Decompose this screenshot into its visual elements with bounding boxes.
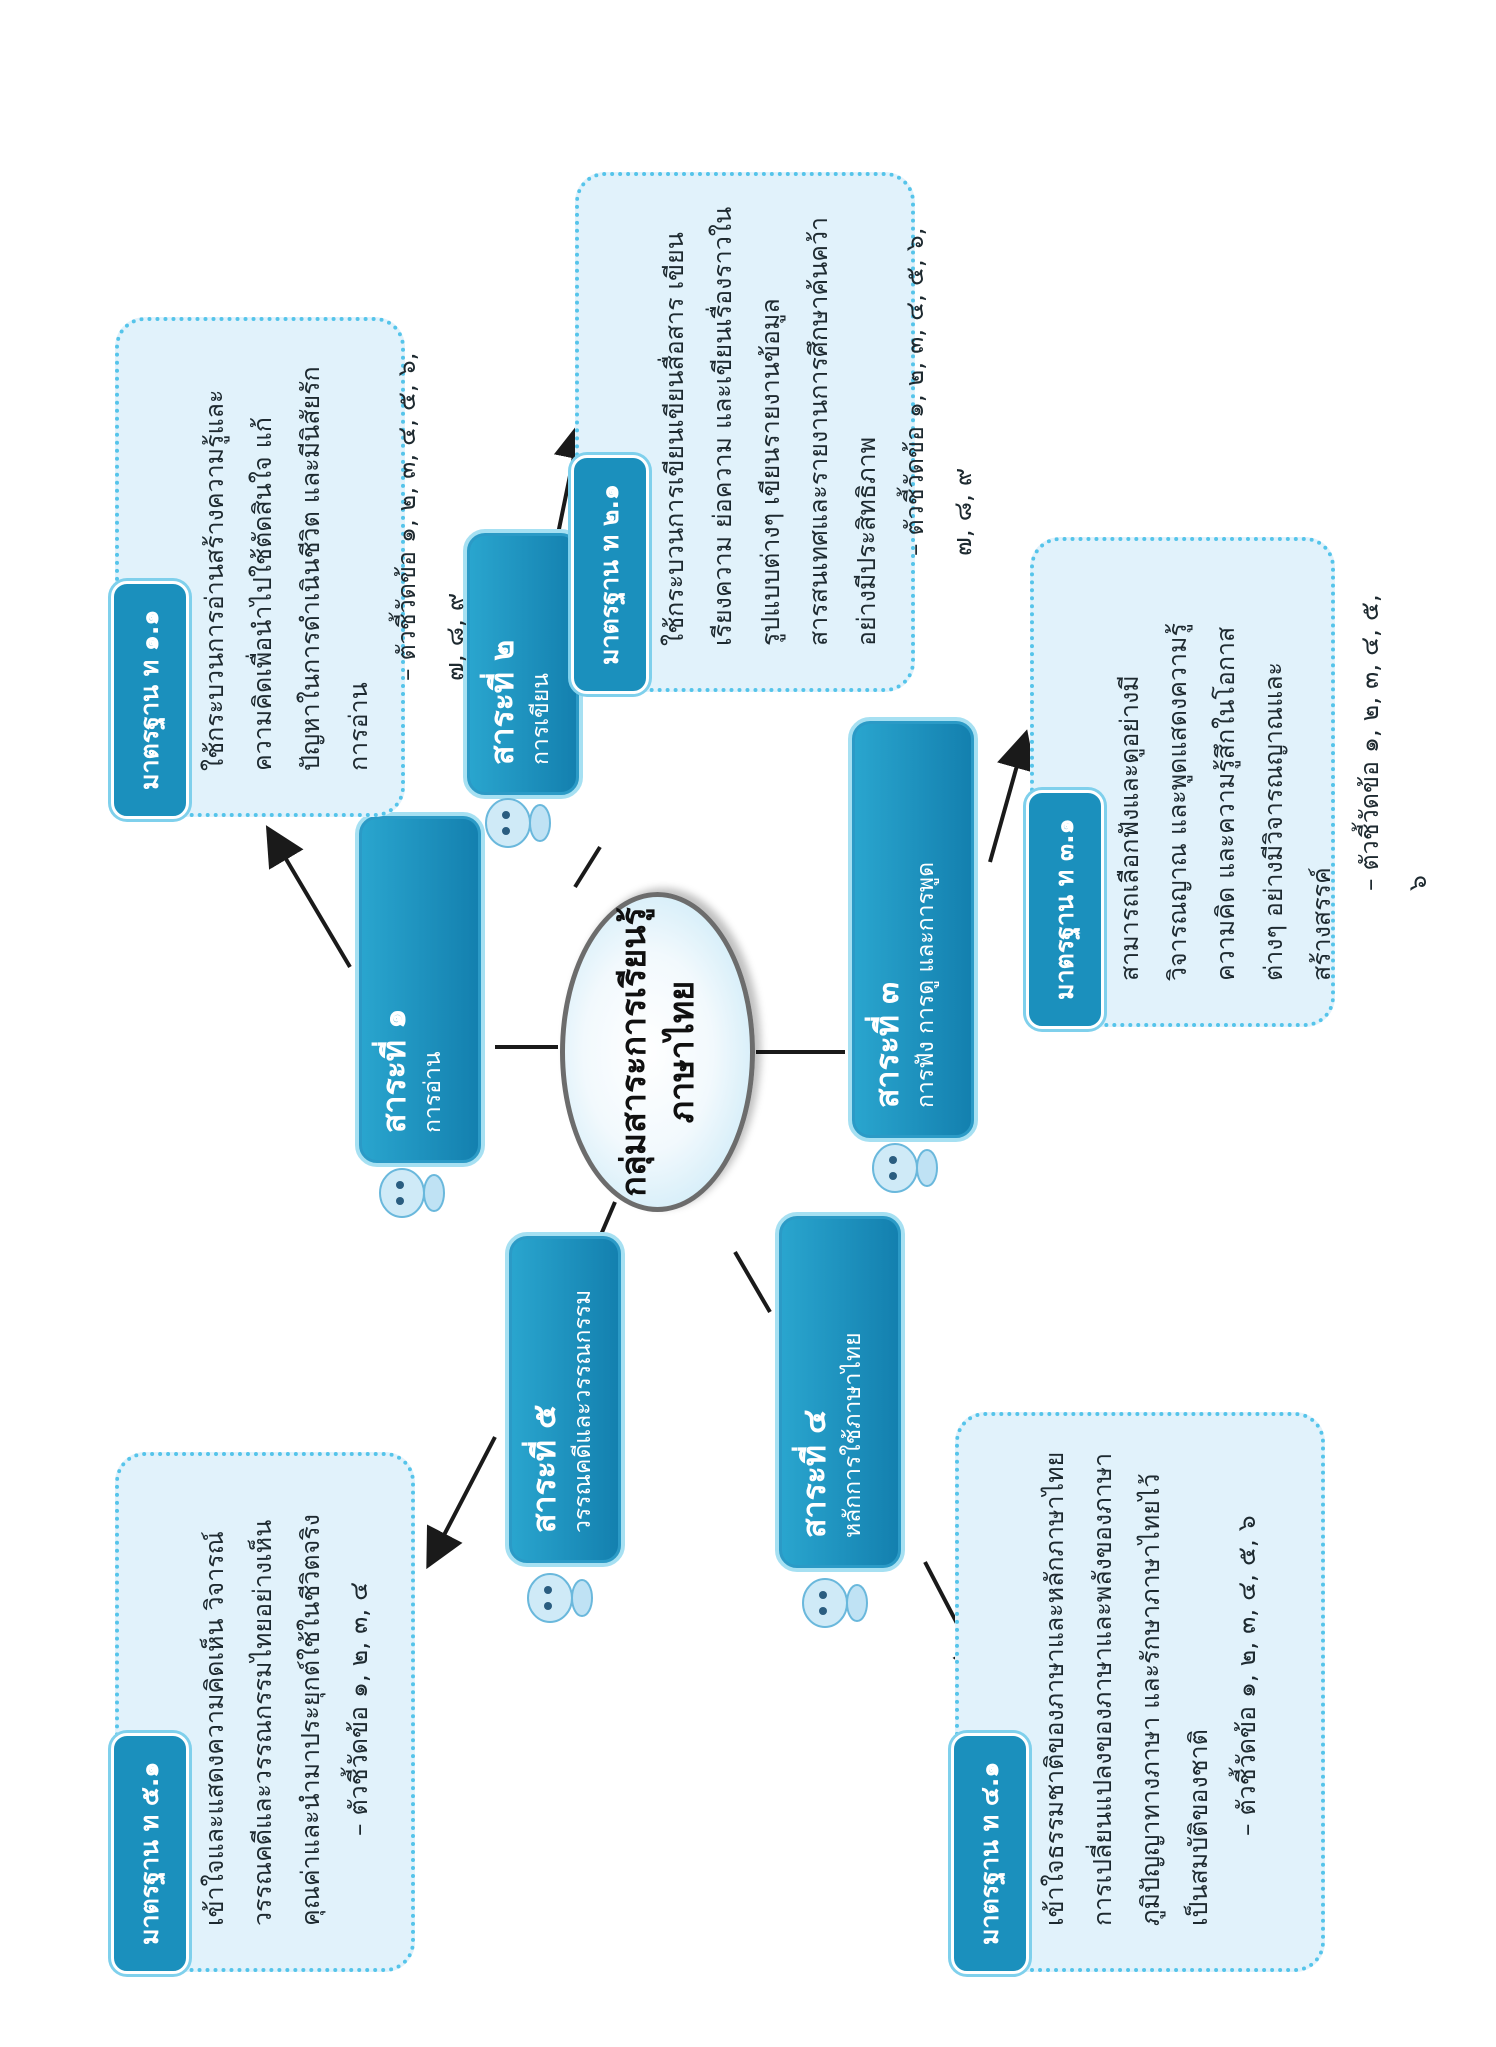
central-topic-oval: กลุ่มสาระการเรียนรู้ ภาษาไทย [560, 892, 755, 1212]
topic-2-subtitle: การเขียน [528, 673, 554, 765]
connector-topic-5 [598, 1201, 617, 1238]
standard-5-1-tag: มาตรฐาน ท ๕.๑ [111, 1732, 189, 1974]
standard-5-1-box: มาตรฐาน ท ๕.๑ เข้าใจและแสดงความคิดเห็น ว… [111, 1452, 415, 1974]
standard-4-1-indicators: – ตัวชี้วัดข้อ ๑, ๒, ๓, ๔, ๕, ๖ [1232, 1515, 1261, 1836]
mascot-icon [379, 1168, 445, 1218]
standard-3-1-indicators: – ตัวชี้วัดข้อ ๑, ๒, ๓, ๔, ๕, ๖ [1355, 594, 1432, 891]
topic-4-title: สาระที่ ๔ [795, 1409, 833, 1538]
standard-1-1-box: มาตรฐาน ท ๑.๑ ใช้กระบวนการอ่านสร้างความร… [111, 317, 469, 819]
standard-5-1-text: เข้าใจและแสดงความคิดเห็น วิจารณ์วรรณคดีแ… [200, 1514, 325, 1926]
standard-5-1-indicators: – ตัวชี้วัดข้อ ๑, ๒, ๓, ๔ [344, 1581, 373, 1836]
standard-1-1-text: ใช้กระบวนการอ่านสร้างความรู้และความคิดเพ… [200, 366, 373, 771]
central-title-line1: กลุ่มสาระการเรียนรู้ [613, 907, 654, 1197]
arrow-topic-5 [426, 1436, 497, 1570]
central-title-line2: ภาษาไทย [661, 980, 702, 1124]
topic-2-box: สาระที่ ๒ การเขียน [463, 529, 583, 799]
topic-5-title: สาระที่ ๕ [525, 1404, 563, 1533]
standard-4-1-tag: มาตรฐาน ท ๔.๑ [951, 1732, 1029, 1974]
standard-4-1-text: เข้าใจธรรมชาติของภาษาและหลักภาษาไทย การเ… [1040, 1451, 1213, 1926]
topic-5-subtitle: วรรณคดีและวรรณกรรม [570, 1289, 596, 1533]
topic-4-box: สาระที่ ๔ หลักการใช้ภาษาไทย [775, 1212, 905, 1572]
standard-1-1-indicators: – ตัวชี้วัดข้อ ๑, ๒, ๓, ๔, ๕, ๖, ๗, ๘, ๙ [392, 352, 469, 681]
standard-3-1-box: มาตรฐาน ท ๓.๑ สามารถเลือกฟังและดูอย่างมี… [1026, 537, 1432, 1029]
standard-3-1-text: สามารถเลือกฟังและดูอย่างมีวิจารณญาณ และพ… [1115, 623, 1336, 981]
topic-5-box: สาระที่ ๕ วรรณคดีและวรรณกรรม [505, 1232, 625, 1567]
standard-2-1-tag: มาตรฐาน ท ๒.๑ [571, 455, 649, 694]
arrow-topic-3 [988, 729, 1036, 863]
topic-1-title: สาระที่ ๑ [375, 1008, 413, 1133]
connector-topic-4 [733, 1250, 772, 1314]
topic-3-subtitle: การฟัง การดู และการพูด [913, 861, 939, 1108]
topic-3-title: สาระที่ ๓ [868, 982, 906, 1108]
topic-4-subtitle: หลักการใช้ภาษาไทย [840, 1332, 866, 1538]
arrow-topic-1 [265, 825, 352, 969]
standard-4-1-box: มาตรฐาน ท ๔.๑ เข้าใจธรรมชาติของภาษาและหล… [951, 1412, 1325, 1974]
mascot-icon [802, 1578, 868, 1628]
topic-1-subtitle: การอ่าน [420, 1051, 446, 1133]
standard-2-1-text: ใช้กระบวนการเขียนเขียนสื่อสาร เขียนเรียง… [660, 206, 881, 646]
topic-2-title: สาระที่ ๒ [483, 639, 521, 765]
mascot-icon [872, 1143, 938, 1193]
topic-3-box: สาระที่ ๓ การฟัง การดู และการพูด [848, 717, 978, 1142]
mascot-icon [527, 1573, 593, 1623]
standard-3-1-tag: มาตรฐาน ท ๓.๑ [1026, 789, 1104, 1029]
standard-1-1-tag: มาตรฐาน ท ๑.๑ [111, 580, 189, 819]
standard-2-1-indicators: – ตัวชี้วัดข้อ ๑, ๒, ๓, ๔, ๕, ๖, ๗, ๘, ๙ [900, 227, 977, 556]
standard-2-1-box: มาตรฐาน ท ๒.๑ ใช้กระบวนการเขียนเขียนสื่อ… [571, 172, 977, 694]
connector-topic-2 [573, 845, 602, 889]
mascot-icon [485, 798, 551, 848]
topic-1-box: สาระที่ ๑ การอ่าน [355, 812, 485, 1167]
